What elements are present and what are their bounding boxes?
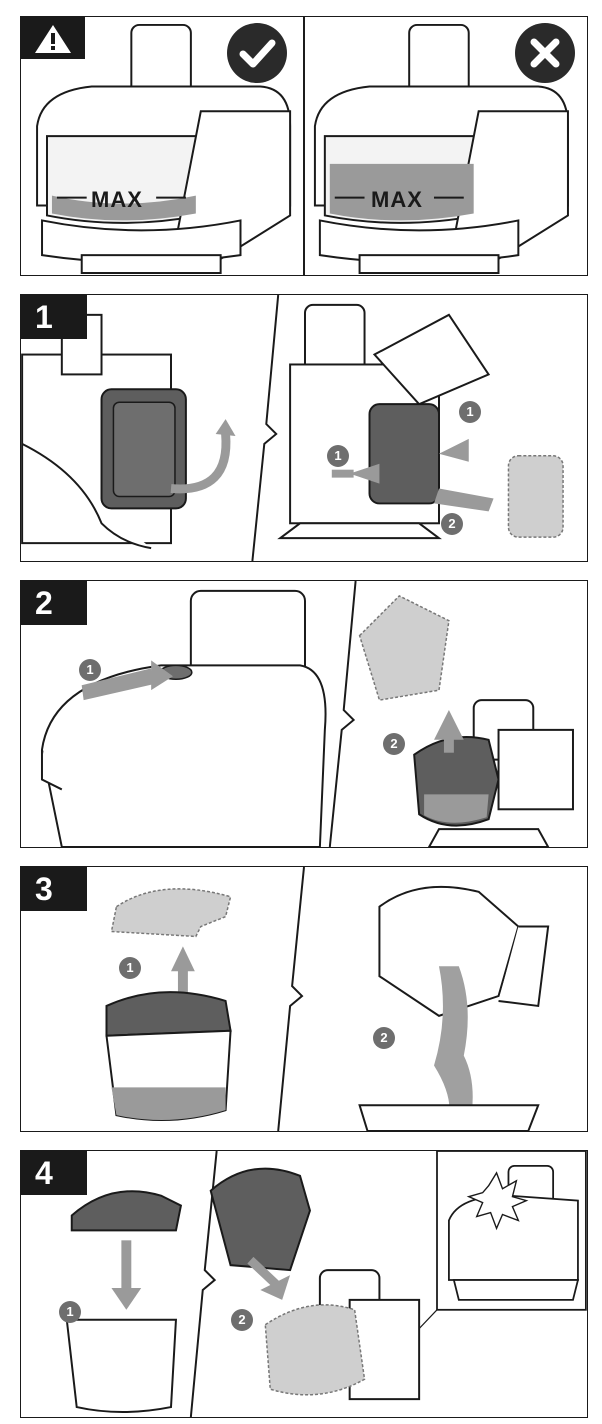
step-number: 1	[21, 295, 87, 339]
callout-1: 1	[327, 445, 349, 467]
device-correct-fill	[36, 23, 292, 275]
step-1-panel: 1 1 1 2	[20, 294, 588, 562]
max-label-correct: MAX	[91, 187, 143, 212]
step-3-panel: 3 1 2	[20, 866, 588, 1132]
callout-1: 1	[119, 957, 141, 979]
device-overfilled	[313, 23, 569, 275]
warning-badge	[21, 17, 85, 59]
callout-2: 2	[373, 1027, 395, 1049]
step-number: 4	[21, 1151, 87, 1195]
callout-1: 1	[79, 659, 101, 681]
step-number: 3	[21, 867, 87, 911]
callout-2: 2	[231, 1309, 253, 1331]
checkmark-icon	[227, 23, 287, 83]
callout-2: 2	[383, 733, 405, 755]
warning-illustration	[36, 17, 569, 275]
callout-1: 1	[59, 1301, 81, 1323]
step-4-illustration	[65, 1151, 587, 1417]
step-2-illustration	[40, 581, 574, 847]
callout-2: 2	[441, 513, 463, 535]
warning-triangle-icon	[35, 25, 71, 53]
callout-1: 1	[459, 401, 481, 423]
step-number: 2	[21, 581, 87, 625]
step-4-panel: 4 1 2	[20, 1150, 588, 1418]
cross-icon	[515, 23, 575, 83]
step-3-illustration	[105, 867, 550, 1131]
warning-panel: MAX MAX	[20, 16, 588, 276]
step-2-panel: 2 1 2	[20, 580, 588, 848]
max-label-incorrect: MAX	[371, 187, 423, 212]
step-1-illustration	[21, 295, 564, 561]
